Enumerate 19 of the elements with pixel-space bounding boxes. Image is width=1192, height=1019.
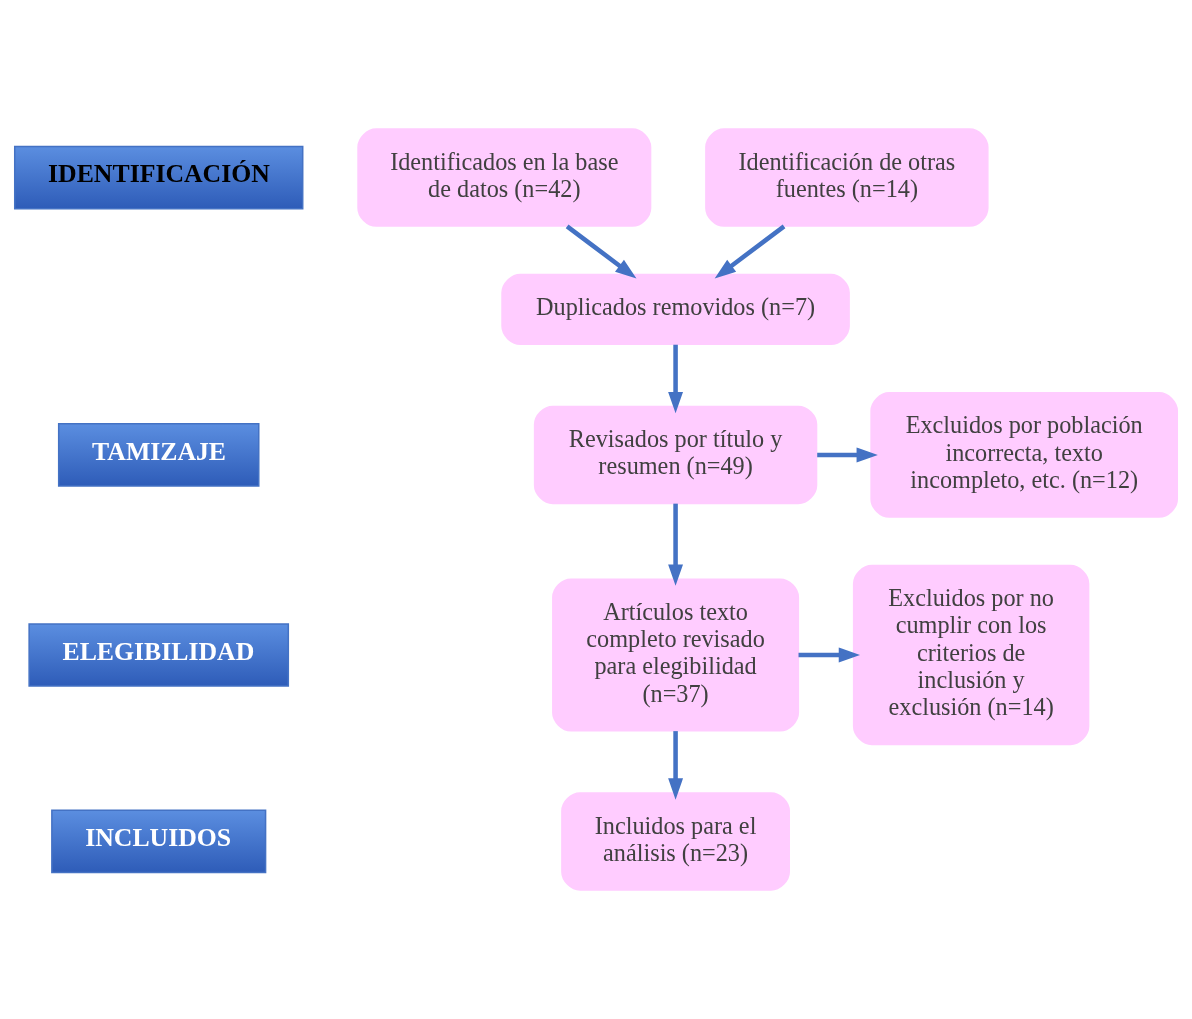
- arrow: [798, 647, 861, 663]
- arrow: [817, 447, 878, 463]
- node-box: Identificados en la base de datos (n=42): [357, 128, 652, 227]
- arrow: [668, 731, 684, 800]
- node-box: Excluidos por población incorrecta, texto incompleto, etc. (n=12): [870, 392, 1179, 518]
- node-box: Incluidos para el análisis (n=23): [561, 792, 790, 891]
- arrow: [714, 224, 786, 279]
- node-box: ELEGIBILIDAD: [28, 623, 290, 687]
- node-box: Artículos texto completo revisado para elegibilidad (n=37): [552, 578, 800, 732]
- arrow: [668, 344, 684, 414]
- node-box: Revisados por título y resumen (n=49): [533, 405, 818, 505]
- node-box: IDENTIFICACIÓN: [13, 145, 304, 210]
- node-box: Identificación de otras fuentes (n=14): [705, 128, 989, 227]
- node-box: TAMIZAJE: [57, 423, 260, 487]
- node-box: INCLUIDOS: [51, 809, 267, 874]
- arrow: [668, 503, 684, 586]
- arrow: [565, 224, 637, 279]
- node-box: Duplicados removidos (n=7): [501, 273, 850, 346]
- node-box: Excluidos por no cumplir con los criterios de inclusión y exclusión (n=14): [852, 564, 1090, 746]
